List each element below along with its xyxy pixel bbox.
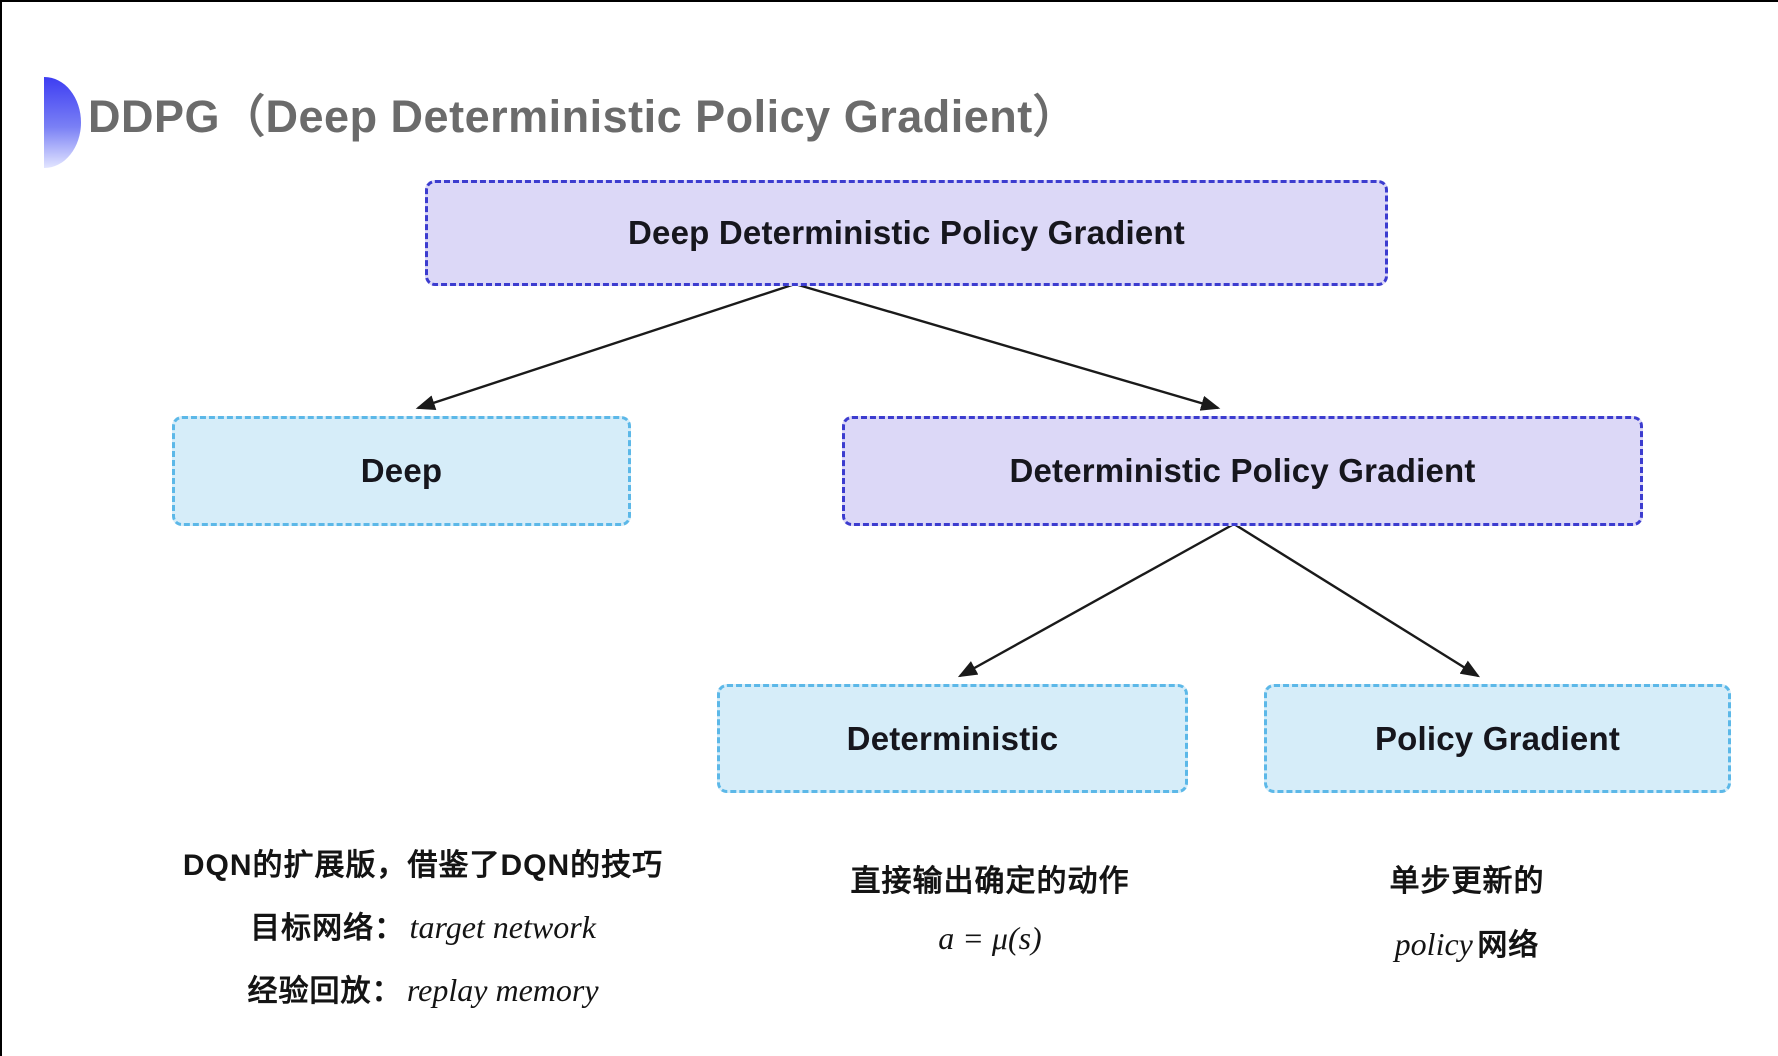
policy-suffix: 网络 [1477, 929, 1540, 962]
node-label: Deep [360, 452, 443, 489]
note-deterministic-formula: a = μ(s) [938, 920, 1042, 956]
node-deterministic: Deterministic [717, 684, 1188, 793]
note-deep-target-network: 目标网络： target network [118, 903, 728, 947]
left-edge-line [0, 0, 2, 1056]
replay-memory-label: 经验回放： [247, 975, 403, 1008]
node-deterministic-policy-gradient: Deterministic Policy Gradient [842, 416, 1643, 526]
arrow-root-to-dpg [794, 282, 1221, 411]
node-label: Deterministic [846, 719, 1059, 757]
note-policy-gradient-line2: policy 网络 [1287, 920, 1647, 964]
node-deep: Deep [172, 416, 631, 526]
arrow-dpg-to-policy-gradient [1233, 522, 1481, 678]
node-policy-gradient: Policy Gradient [1264, 684, 1731, 793]
note-deep-line1: DQN的扩展版，借鉴了DQN的技巧 [182, 849, 664, 882]
top-edge-line [0, 0, 1778, 2]
note-deterministic-line1: 直接输出确定的动作 [850, 865, 1130, 898]
note-deterministic: 直接输出确定的动作 a = μ(s) [790, 856, 1190, 977]
node-deep-deterministic-policy-gradient: Deep Deterministic Policy Gradient [425, 180, 1388, 286]
note-deep: DQN的扩展版，借鉴了DQN的技巧 目标网络： target network 经… [118, 840, 728, 1029]
node-label: Deterministic Policy Gradient [1009, 452, 1476, 489]
page-title: DDPG（Deep Deterministic Policy Gradient） [88, 91, 1079, 142]
node-label: Deep Deterministic Policy Gradient [628, 214, 1185, 251]
target-network-label: 目标网络： [250, 912, 406, 945]
note-deep-replay-memory: 经验回放： replay memory [118, 966, 728, 1010]
arrow-root-to-deep [415, 282, 796, 411]
note-policy-gradient-line1: 单步更新的 [1389, 865, 1545, 898]
node-label: Policy Gradient [1374, 719, 1621, 757]
gradient-bullet-icon [44, 77, 81, 168]
policy-term: policy [1394, 926, 1473, 962]
target-network-term: target network [409, 909, 596, 945]
note-policy-gradient: 单步更新的 policy 网络 [1287, 856, 1647, 984]
replay-memory-term: replay memory [406, 972, 599, 1008]
arrow-dpg-to-deterministic [957, 522, 1235, 678]
